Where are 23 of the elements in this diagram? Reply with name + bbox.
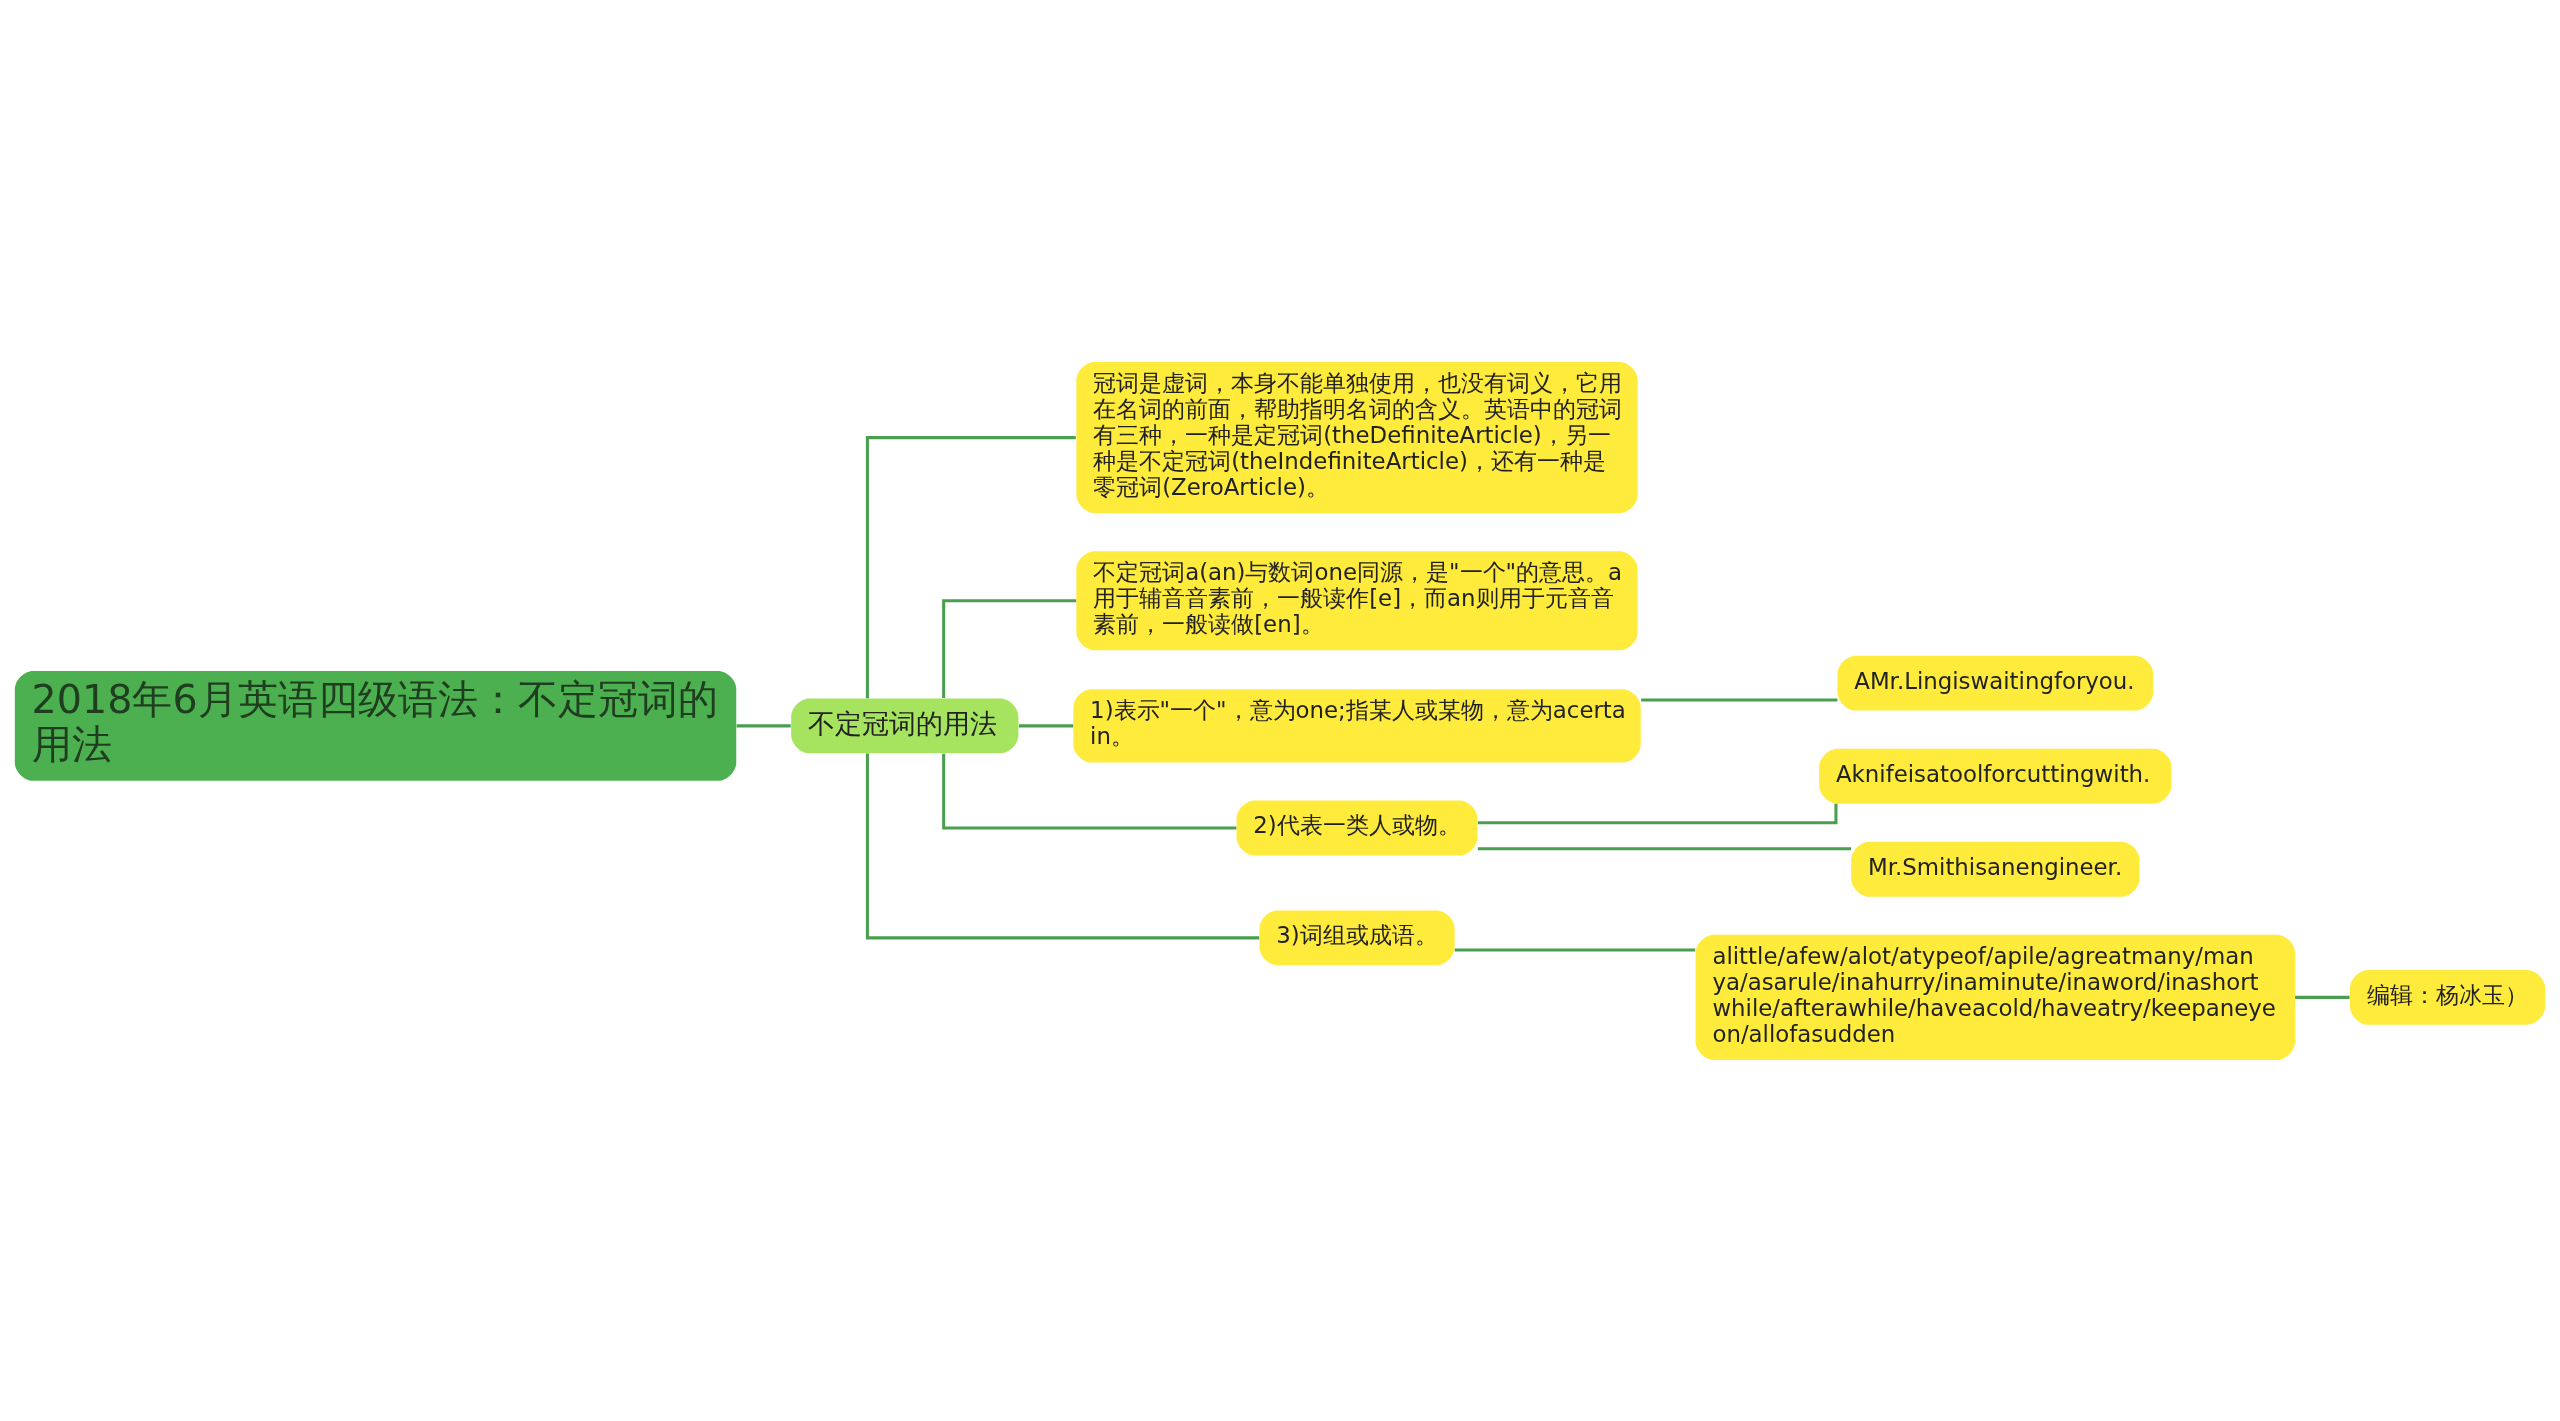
connector: [942, 598, 1077, 698]
connector: [2295, 995, 2350, 999]
node-box: 不定冠词a(an)与数词one同源，是"一个"的意思。a用于辅音音素前，一般读作[e]，而an则用于元音音素前，一般读做[en]。: [1076, 550, 1638, 650]
node-box: alittle/afew/alot/atypeof/apile/agreatmany/manya/asarule/inahurry/inaminute/inaword/inashortwhile/afterawhile/haveacold/haveatry/keepaneyeon/allofasudden: [1695, 934, 2296, 1060]
node-box: 不定冠词的用法: [791, 697, 1019, 753]
node-box: Aknifeisatoolforcuttingwith.: [1819, 748, 2172, 804]
connector: [736, 723, 791, 727]
node-box: AMr.Lingiswaitingforyou.: [1837, 655, 2154, 711]
node-box: 2018年6月英语四级语法：不定冠词的用法: [14, 670, 737, 781]
connector: [1477, 846, 1851, 850]
connector: [865, 435, 1076, 698]
node-box: 1)表示"一个"，意为one;指某人或某物，意为acertain。: [1073, 688, 1641, 762]
node-box: 冠词是虚词，本身不能单独使用，也没有词义，它用在名词的前面，帮助指明名词的含义。英语中的冠词有三种，一种是定冠词(theDefiniteArticle)，另一种是不定冠词(theIndefiniteArticle)，还有一种是零冠词(ZeroArticle)。: [1076, 361, 1638, 513]
node-box: Mr.Smithisanengineer.: [1851, 841, 2140, 897]
node-box: 编辑：杨冰玉）: [2349, 969, 2546, 1025]
node-box: 3)词组或成语。: [1259, 909, 1455, 965]
connector: [1641, 697, 1838, 701]
connector: [1454, 948, 1696, 952]
connector: [865, 753, 1260, 939]
connector: [1477, 803, 1838, 824]
connector: [1018, 723, 1074, 727]
node-box: 2)代表一类人或物。: [1236, 800, 1478, 855]
connector: [942, 753, 1237, 830]
